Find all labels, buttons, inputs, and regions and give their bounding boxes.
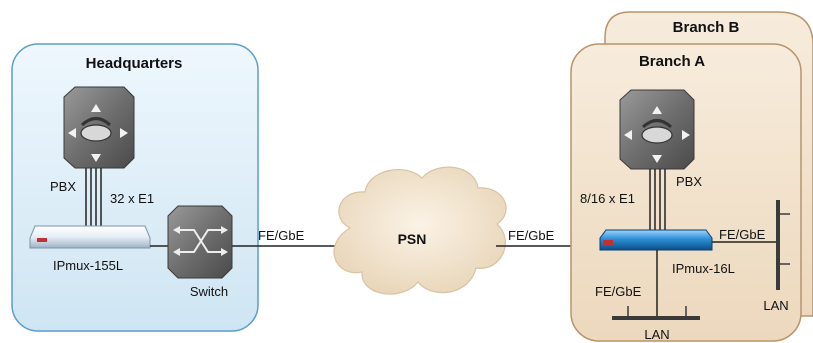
psn-label: PSN <box>398 231 427 247</box>
switch-icon <box>167 205 233 279</box>
ipmux-155l-label: IPmux-155L <box>53 258 123 273</box>
ipmux-16l-device <box>599 229 713 251</box>
branch-uplink-label: FE/GbE <box>508 228 555 243</box>
branch-pbx-label: PBX <box>676 174 702 189</box>
lan-bottom-bus <box>612 306 700 320</box>
branch-e1-lines <box>649 169 666 230</box>
hq-uplink-label: FE/GbE <box>258 228 305 243</box>
branch-a-title: Branch A <box>639 53 705 70</box>
hq-e1-lines <box>85 168 102 226</box>
hq-e1-label: 32 x E1 <box>110 191 154 206</box>
lan-bottom-link-label: FE/GbE <box>595 284 642 299</box>
psn-cloud <box>333 166 507 295</box>
lan-right-label: LAN <box>763 298 788 313</box>
ipmux-16l-label: IPmux-16L <box>672 261 735 276</box>
ipmux-155l-device <box>29 225 151 249</box>
lan-bottom-label: LAN <box>644 327 669 342</box>
switch-label: Switch <box>190 284 228 299</box>
lan-right-link-label: FE/GbE <box>719 227 766 242</box>
hq-pbx-icon <box>63 86 135 169</box>
branch-b-title: Branch B <box>673 19 740 36</box>
headquarters-title: Headquarters <box>86 55 183 72</box>
hq-pbx-label: PBX <box>50 179 76 194</box>
lan-right-bus <box>776 200 790 290</box>
branch-e1-label: 8/16 x E1 <box>580 191 635 206</box>
branch-pbx-icon <box>619 89 695 170</box>
